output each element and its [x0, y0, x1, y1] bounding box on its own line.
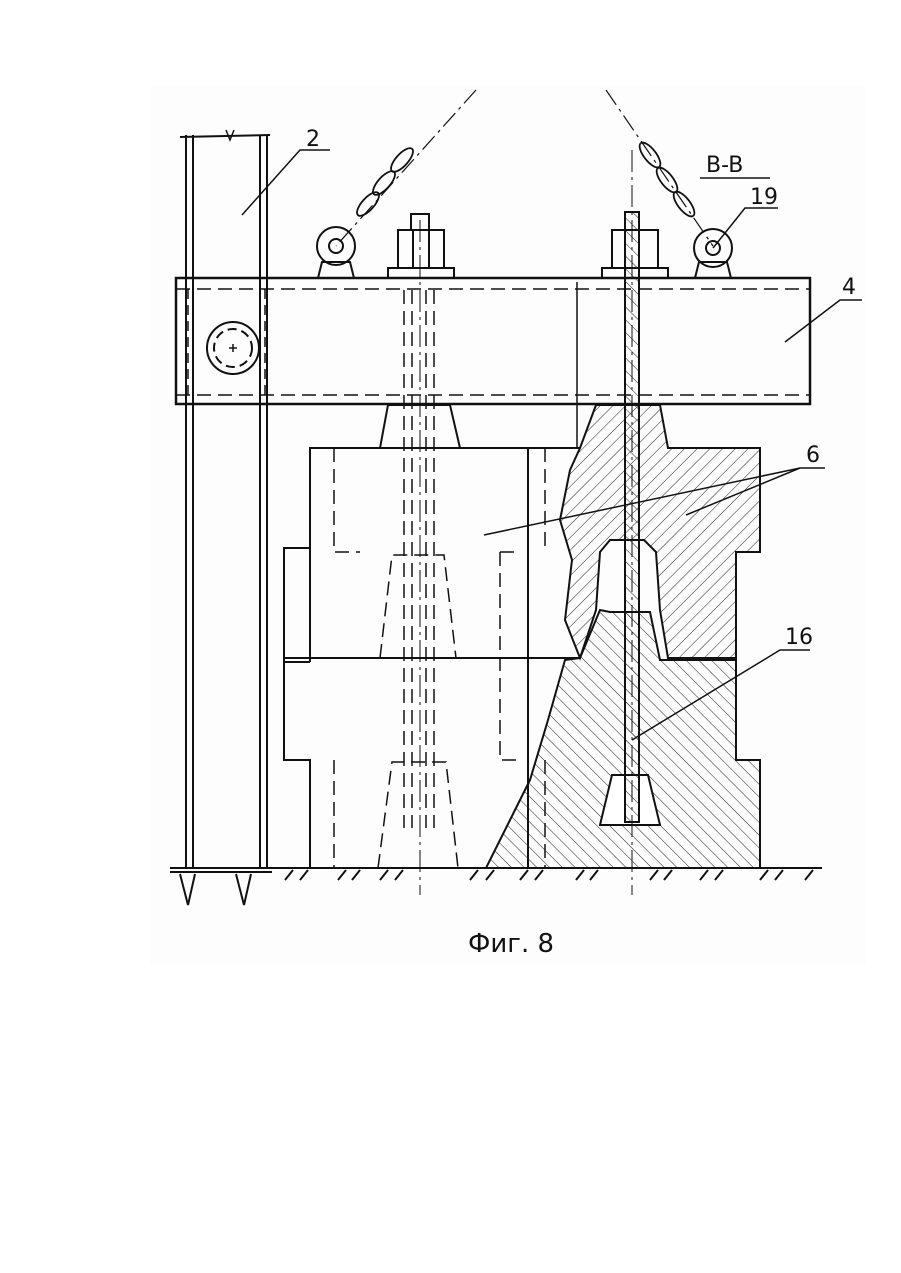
label-section-b-b: B-B [706, 153, 743, 178]
bolt-circle [207, 322, 259, 374]
label-lug-19: 19 [750, 185, 778, 210]
label-blocks-6: 6 [806, 443, 820, 468]
label-post-2: 2 [306, 127, 320, 152]
label-beam-4: 4 [842, 275, 856, 300]
rod-16 [625, 150, 639, 895]
label-rod-16: 16 [785, 625, 813, 650]
figure-caption: Фиг. 8 [468, 929, 554, 959]
